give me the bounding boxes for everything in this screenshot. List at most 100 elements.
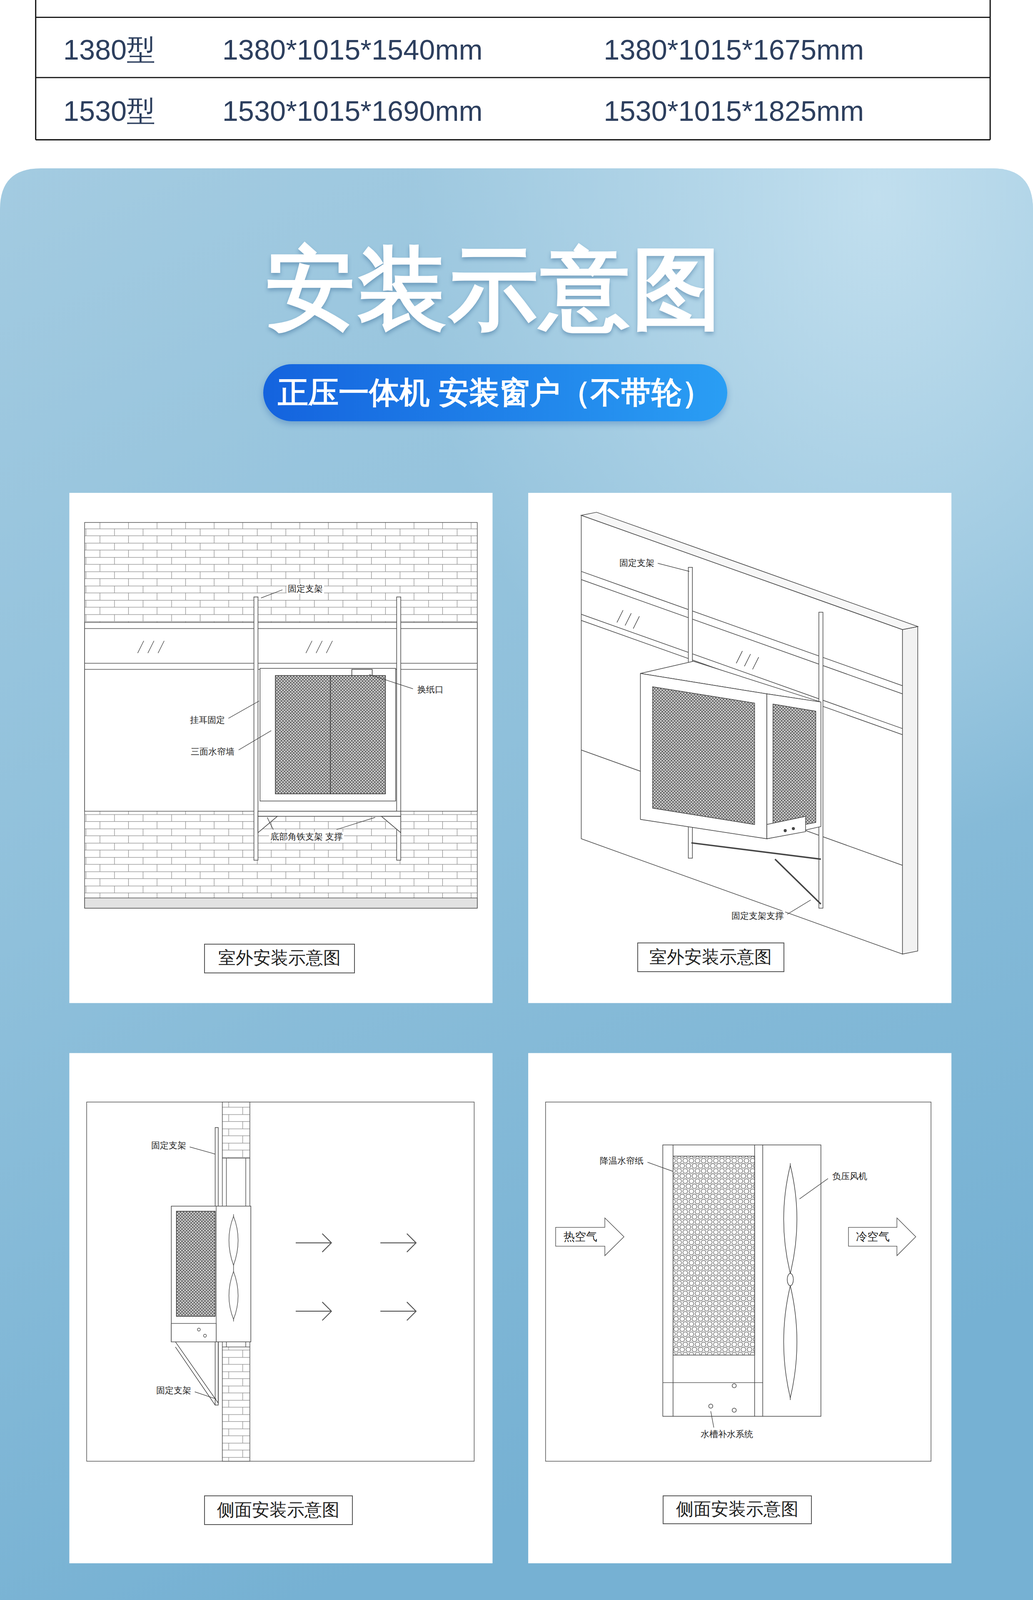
leader-line [799, 1178, 829, 1199]
side-section-drawing [673, 1155, 755, 1355]
caption-box: 侧面安装示意图 [662, 1494, 812, 1524]
side-view-drawing [171, 1205, 251, 1342]
size-table-grid [34, 0, 37, 140]
outdoor-perspective-drawing [766, 693, 821, 839]
outdoor-front-drawing [257, 815, 401, 833]
subtitle-text: 正压一体机 安装窗户（不带轮） [277, 374, 712, 410]
part-label: 底部角铁支架 支撑 [269, 831, 344, 842]
blue-panel [0, 168, 1033, 1600]
outdoor-perspective-drawing [783, 829, 787, 832]
caption-box: 侧面安装示意图 [204, 1494, 353, 1525]
caption-box: 室外安装示意图 [204, 943, 355, 974]
caption-box: 室外安装示意图 [637, 942, 785, 972]
outdoor-front-drawing [257, 810, 401, 816]
size-table-grid [35, 139, 991, 141]
side-view-drawing [171, 1322, 217, 1342]
side-section-drawing [787, 1272, 794, 1286]
leader-line [657, 563, 690, 572]
leader-line [194, 1391, 217, 1399]
white-card [69, 492, 493, 1003]
leader-line [266, 817, 274, 830]
side-section-drawing [545, 1101, 931, 1461]
outdoor-front-drawing [84, 622, 478, 811]
side-section-drawing [732, 1383, 737, 1388]
air-flow-arrow: 热空气 [555, 1217, 624, 1256]
leader-line [228, 700, 259, 719]
part-label: 负压风机 [830, 1170, 869, 1181]
white-card [69, 492, 952, 1563]
outdoor-front-drawing [254, 596, 259, 861]
leader-line [710, 1410, 714, 1428]
leader-line [238, 730, 272, 750]
white-card [528, 1052, 952, 1563]
caption-text: 侧面安装示意图 [217, 1499, 340, 1520]
table-cell: 1380型 [63, 33, 156, 67]
side-view-drawing [86, 1101, 475, 1461]
arrow-outline [848, 1217, 916, 1256]
outdoor-perspective-drawing [691, 842, 821, 904]
part-label: 水槽补水系统 [699, 1428, 755, 1439]
page-title: 安装示意图 [265, 239, 724, 338]
outdoor-front-drawing [84, 628, 478, 629]
side-view-drawing [229, 1215, 239, 1319]
white-card [69, 1052, 493, 1563]
outdoor-perspective-drawing [640, 673, 767, 839]
arrow-text-area: 冷空气 [848, 1227, 897, 1246]
part-label: 挂耳固定 [188, 714, 227, 725]
leader-line [369, 674, 413, 689]
side-view-drawing [222, 1101, 250, 1158]
outdoor-front-drawing [84, 897, 478, 908]
outdoor-perspective-drawing [581, 511, 918, 630]
outdoor-perspective-drawing [902, 626, 919, 954]
caption-text: 侧面安装示意图 [676, 1499, 799, 1520]
side-view-drawing [215, 1205, 217, 1342]
side-section-drawing [662, 1144, 821, 1416]
caption-text: 室外安装示意图 [218, 948, 341, 969]
outdoor-front-drawing [84, 522, 478, 909]
outdoor-front-drawing [329, 675, 331, 794]
part-label: 固定支架 [149, 1140, 188, 1151]
part-label: 固定支架 [618, 557, 656, 568]
side-section-drawing [783, 1165, 797, 1398]
part-label: 三面水帘墙 [189, 746, 236, 757]
part-label: 固定支架支撑 [730, 910, 786, 921]
size-table-grid [35, 16, 991, 18]
arrow-text-area: 热空气 [555, 1227, 605, 1246]
leader-line [189, 563, 829, 1428]
outdoor-perspective-drawing [792, 827, 795, 830]
outdoor-front-drawing [84, 522, 478, 909]
outdoor-perspective-drawing [773, 703, 816, 831]
part-label: 固定支架 [286, 583, 325, 594]
side-section-drawing [662, 1382, 763, 1383]
side-view-drawing [175, 1341, 219, 1405]
outdoor-front-drawing [259, 668, 396, 801]
side-section-drawing [545, 1101, 931, 1461]
outdoor-perspective-drawing [581, 571, 903, 865]
outdoor-perspective-drawing [766, 815, 806, 839]
blue-panel [0, 168, 1033, 1600]
blue-panel [0, 168, 1033, 1600]
leader-line [261, 589, 283, 599]
part-label: 换纸口 [416, 684, 445, 695]
arrow-text: 冷空气 [855, 1230, 890, 1243]
arrow-outline [555, 1217, 624, 1256]
side-view-drawing [295, 1233, 417, 1320]
part-label: 固定支架 [154, 1384, 193, 1395]
side-view-drawing [176, 1210, 216, 1316]
side-view-drawing [203, 1333, 207, 1337]
leader-line [336, 817, 376, 830]
side-section-drawing [708, 1403, 713, 1408]
arrow-text: 热空气 [563, 1230, 598, 1243]
outdoor-perspective-drawing [581, 515, 903, 954]
table-cell: 1380*1015*1675mm [603, 33, 864, 67]
subtitle-pill: 正压一体机 安装窗户（不带轮） [263, 364, 728, 422]
outdoor-front-drawing [137, 640, 333, 653]
side-view-drawing [86, 1101, 475, 1461]
outdoor-front-drawing [84, 662, 478, 664]
outdoor-perspective-drawing [652, 686, 755, 825]
air-flow-arrow: 冷空气 [848, 1217, 916, 1256]
size-table-grid [989, 0, 991, 140]
table-cell: 1530型 [63, 94, 156, 128]
size-table-grid [35, 0, 991, 140]
